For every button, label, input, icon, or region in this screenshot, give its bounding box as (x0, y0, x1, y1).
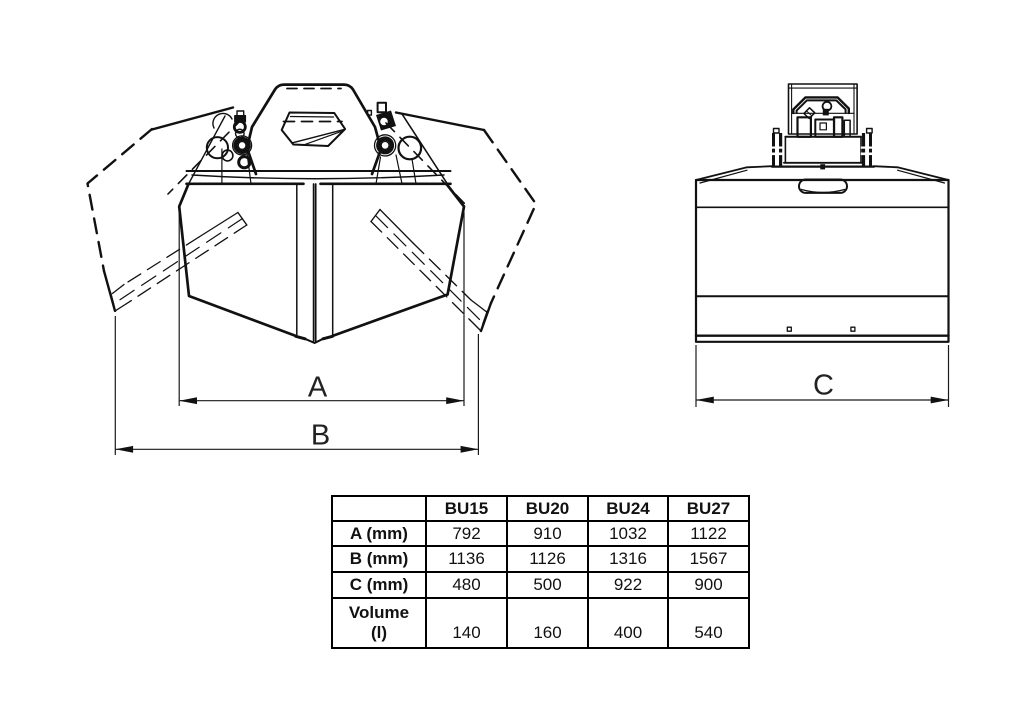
svg-text:A: A (308, 372, 328, 404)
svg-text:B: B (311, 420, 330, 452)
svg-text:C: C (813, 370, 834, 402)
